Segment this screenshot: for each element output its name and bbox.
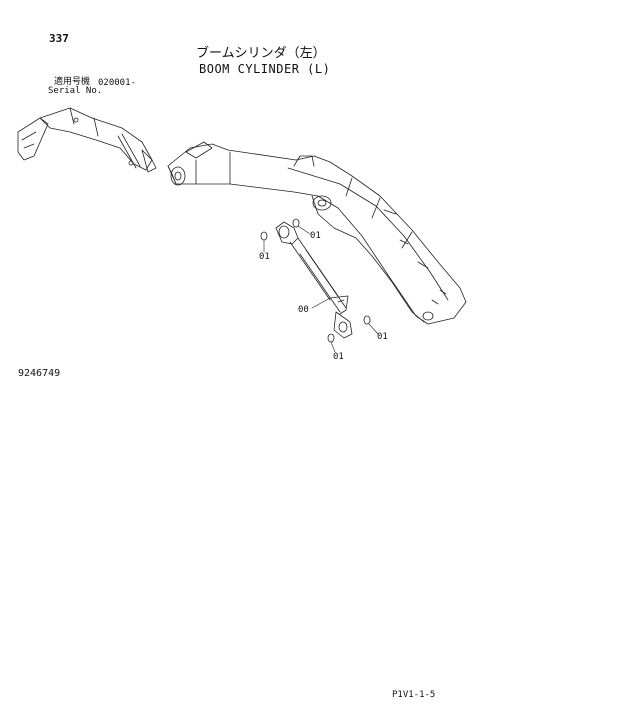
serial-label-english: Serial No. xyxy=(48,86,103,96)
title-japanese: ブームシリンダ（左） xyxy=(196,46,326,61)
page-number: 337 xyxy=(49,32,69,45)
title-english: BOOM CYLINDER (L) xyxy=(199,62,331,76)
serial-value: 020001- xyxy=(98,78,136,88)
callout-label: 01 xyxy=(310,231,321,241)
boom-cylinder xyxy=(275,221,353,339)
callout-label: 01 xyxy=(259,252,270,262)
callout-label: 01 xyxy=(377,332,388,342)
callout-label: 00 xyxy=(298,305,309,315)
overview-illustration xyxy=(17,107,157,173)
page-reference: P1V1-1-5 xyxy=(392,690,436,700)
boom-arm xyxy=(167,141,467,325)
serial-label-japanese: 適用号機 xyxy=(54,77,91,87)
part-number: 9246749 xyxy=(18,368,61,379)
leader-lines xyxy=(263,225,379,353)
callout-label: 01 xyxy=(333,352,344,362)
